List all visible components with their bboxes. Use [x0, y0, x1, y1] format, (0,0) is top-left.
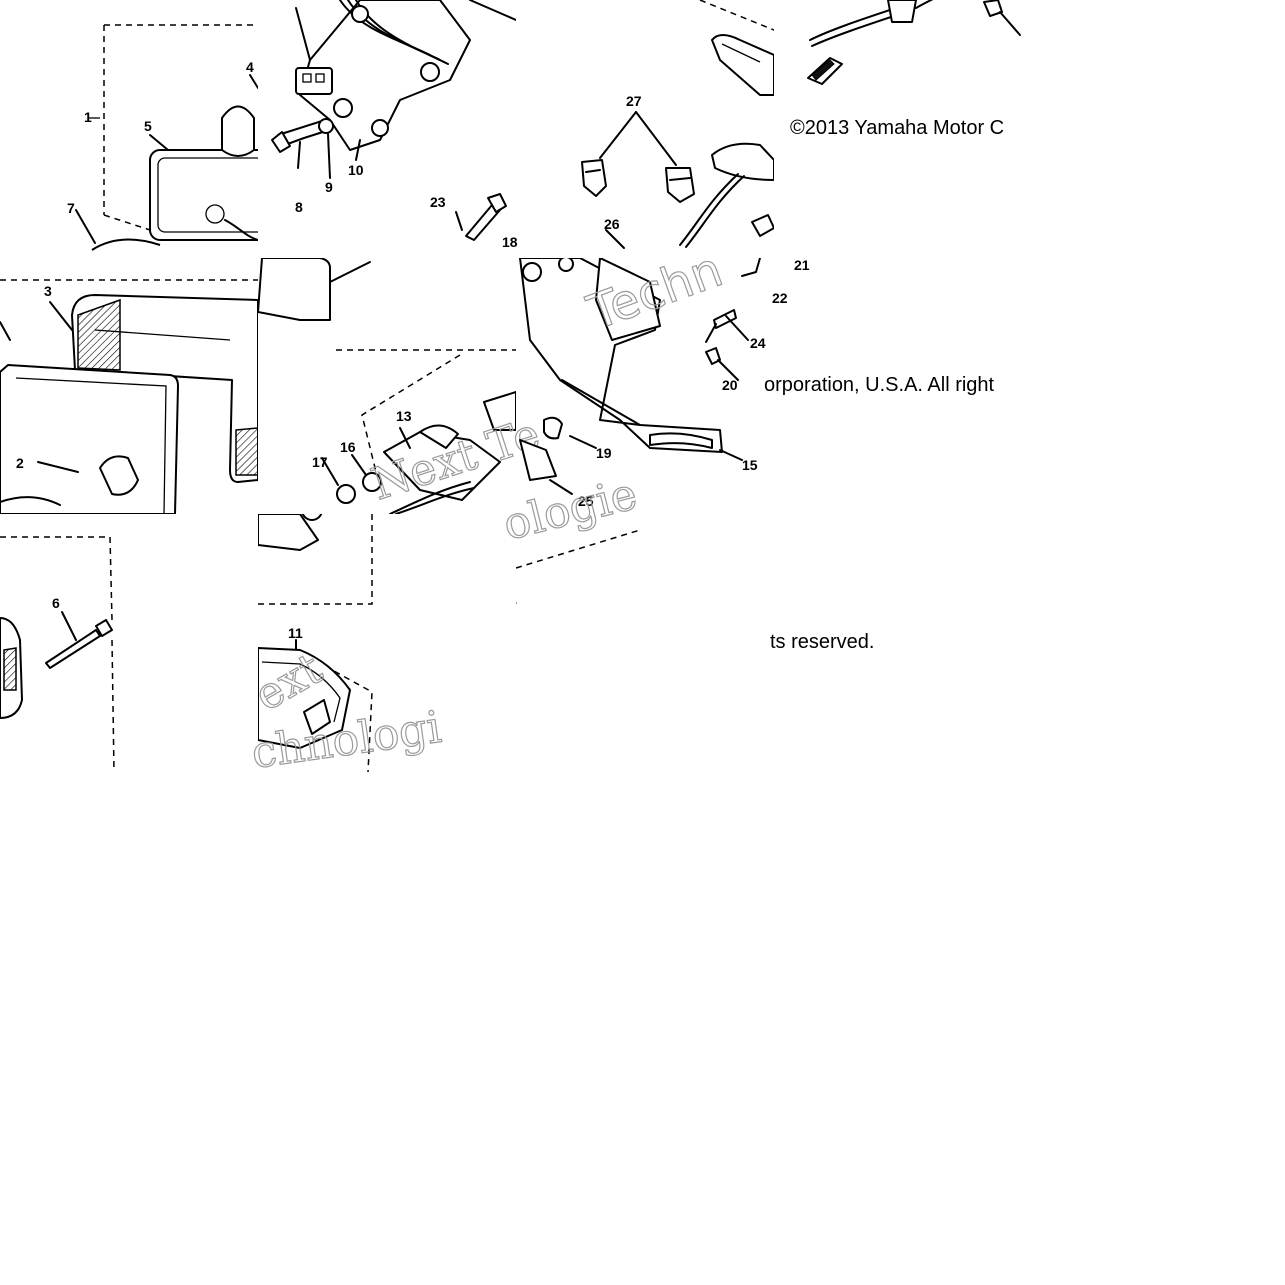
callout-3: 3	[44, 283, 52, 299]
callout-8: 8	[295, 199, 303, 215]
tile-reflector	[258, 514, 373, 772]
callout-26: 26	[604, 216, 620, 232]
callout-15: 15	[742, 457, 758, 473]
callout-10: 10	[348, 162, 364, 178]
tile-clamps	[581, 0, 774, 249]
tile-plate-bracket	[258, 258, 516, 514]
callout-2: 2	[16, 455, 24, 471]
callout-17: 17	[312, 454, 328, 470]
callout-19: 19	[596, 445, 612, 461]
callout-9: 9	[325, 179, 333, 195]
callout-23: 23	[430, 194, 446, 210]
callout-27: 27	[626, 93, 642, 109]
tile-mount-bolt	[0, 536, 115, 772]
callout-6: 6	[52, 595, 60, 611]
callout-20: 20	[722, 377, 738, 393]
copyright-line-1: ©2013 Yamaha Motor C	[790, 117, 1004, 139]
callout-1: 1	[84, 109, 92, 125]
tile-license-bracket	[519, 258, 761, 495]
copyright-line-3: ts reserved.	[770, 631, 874, 653]
callout-18: 18	[502, 234, 518, 250]
callout-11: 11	[288, 625, 303, 641]
tile-tail-light-lens	[0, 279, 258, 514]
callout-7: 7	[67, 200, 75, 216]
callout-21: 21	[794, 257, 810, 273]
tile-bracket-connector	[271, 0, 516, 241]
callout-5: 5	[144, 118, 152, 134]
tile-wiring	[807, 0, 1021, 85]
callout-24: 24	[750, 335, 766, 351]
watermark-ologie: ologie	[498, 468, 642, 550]
callout-25: 25	[578, 493, 594, 509]
copyright-line-2: orporation, U.S.A. All right	[764, 374, 995, 396]
callout-13: 13	[396, 408, 412, 424]
tile-tail-light-top	[75, 24, 258, 251]
callout-22: 22	[772, 290, 788, 306]
callout-4: 4	[246, 59, 254, 75]
callout-16: 16	[340, 439, 356, 455]
